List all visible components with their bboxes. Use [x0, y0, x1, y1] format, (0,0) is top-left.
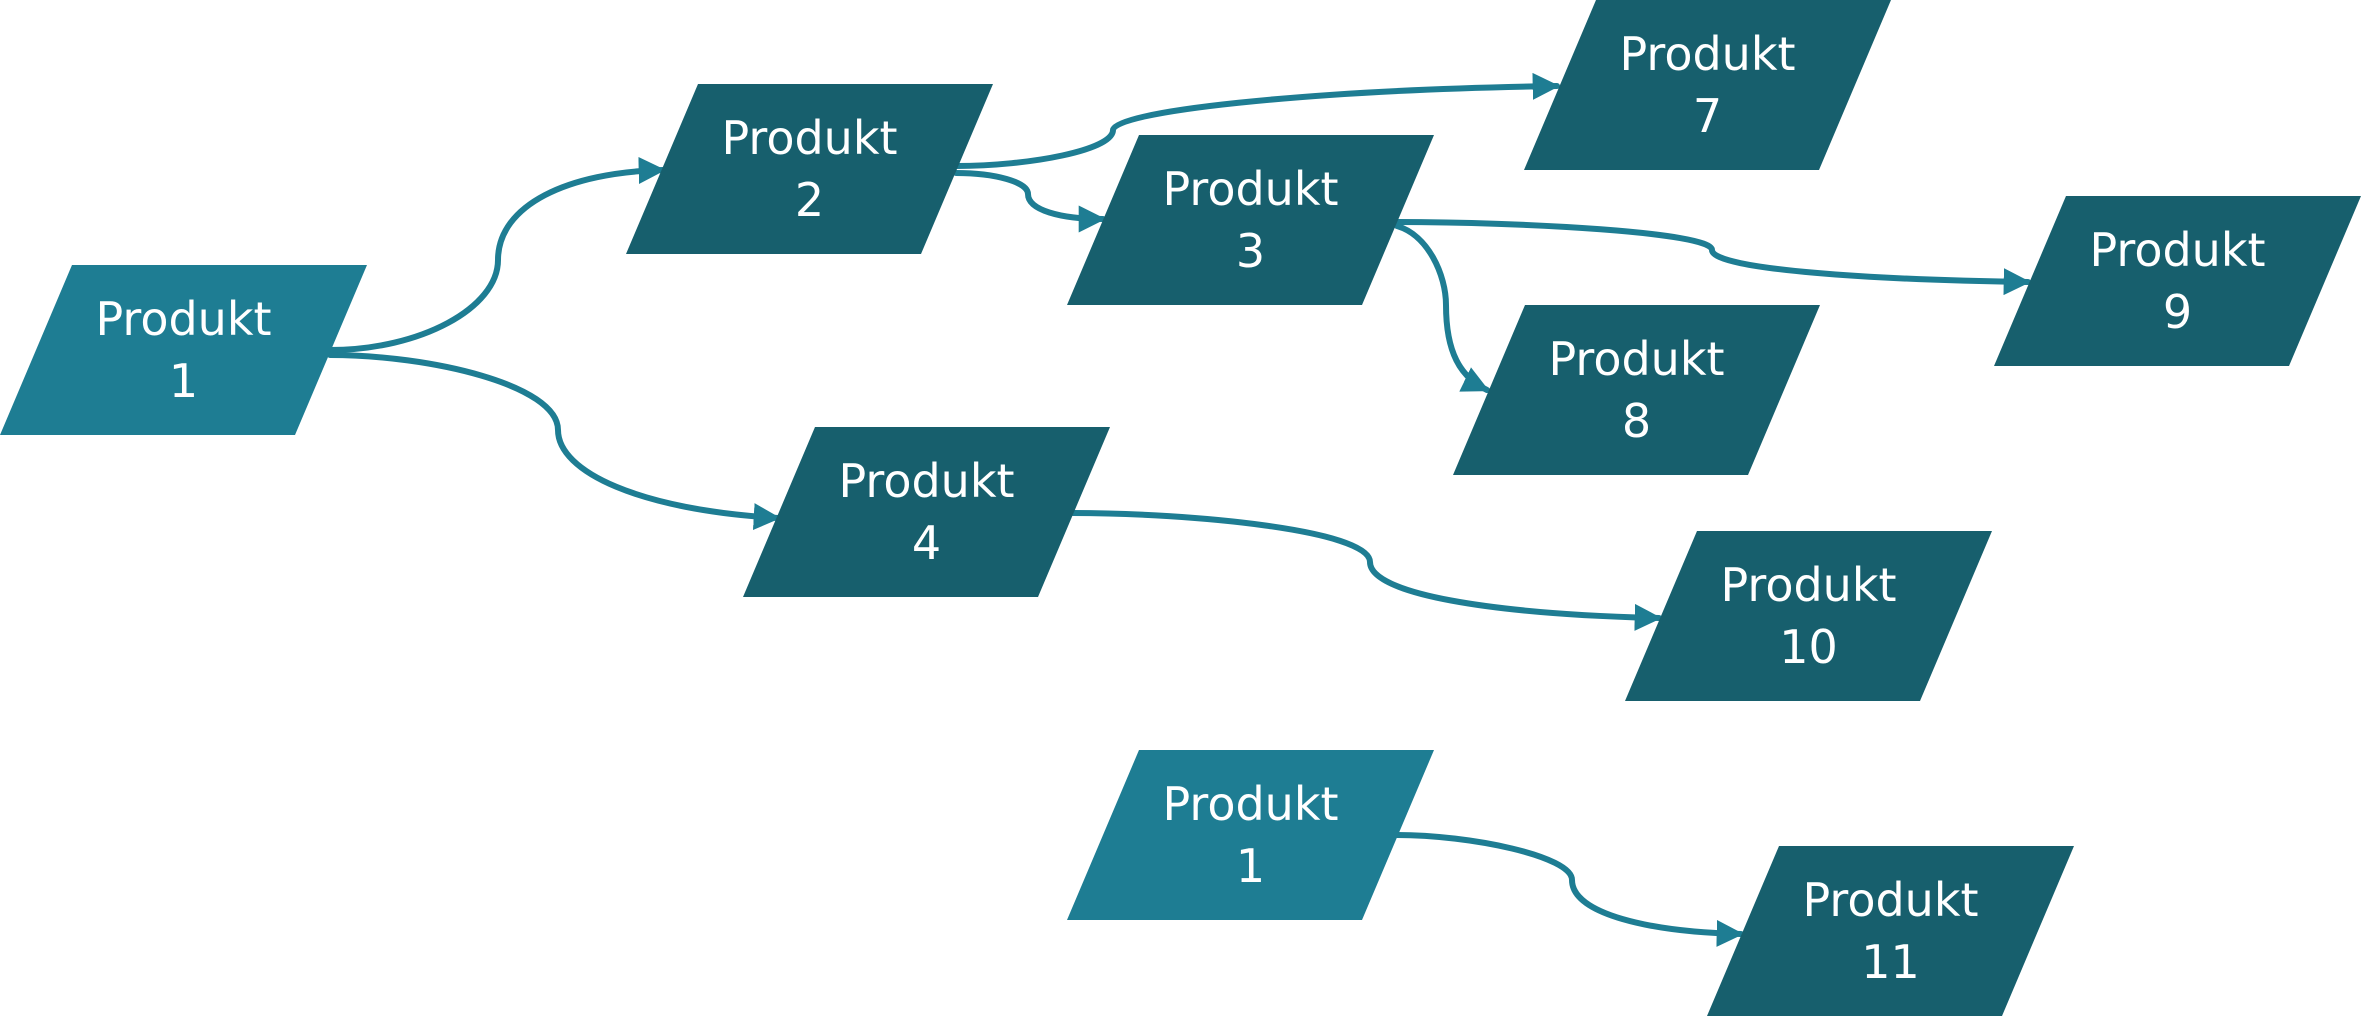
connector-n4-to-n10	[1070, 510, 1662, 631]
connector-n1a-to-n2	[327, 157, 666, 353]
node-shape-n4	[743, 427, 1110, 597]
connector-n1b-to-n11	[1394, 832, 1744, 947]
node-shape-n7	[1524, 0, 1891, 170]
node-label-line1: Produkt	[1720, 558, 1896, 612]
node-label-line1: Produkt	[1802, 873, 1978, 927]
node-label-line2: 11	[1861, 935, 1920, 989]
node-label-line1: Produkt	[1619, 27, 1795, 81]
node-n1a: Produkt 1	[0, 265, 367, 435]
node-n1b: Produkt 1	[1067, 750, 1434, 920]
node-label-line2: 9	[2163, 285, 2192, 339]
node-n10: Produkt 10	[1625, 531, 1992, 701]
connector-n2-to-n3	[953, 170, 1106, 233]
node-n2: Produkt 2	[626, 84, 993, 254]
node-shape-n3	[1067, 135, 1434, 305]
node-label-line2: 4	[912, 516, 941, 570]
node-shape-n1a	[0, 265, 367, 435]
node-label-line2: 3	[1236, 224, 1265, 278]
node-label-line1: Produkt	[721, 111, 897, 165]
connector-n2-to-n7	[953, 72, 1560, 169]
node-n9: Produkt 9	[1994, 196, 2361, 366]
node-label-line2: 7	[1693, 89, 1722, 143]
node-shape-n11	[1707, 846, 2074, 1016]
node-label-line1: Produkt	[95, 292, 271, 346]
node-label-line2: 10	[1779, 620, 1838, 674]
node-n3: Produkt 3	[1067, 135, 1434, 305]
node-shape-n9	[1994, 196, 2361, 366]
node-label-line1: Produkt	[1162, 162, 1338, 216]
node-n8: Produkt 8	[1453, 305, 1820, 475]
connector-n3-to-n9	[1394, 219, 2031, 296]
node-shape-n1b	[1067, 750, 1434, 920]
node-n7: Produkt 7	[1524, 0, 1891, 170]
node-n4: Produkt 4	[743, 427, 1110, 597]
node-label-line2: 1	[1236, 839, 1265, 893]
connectors	[327, 72, 2031, 947]
node-shape-n2	[626, 84, 993, 254]
connector-n3-to-n8	[1394, 223, 1490, 393]
node-label-line1: Produkt	[838, 454, 1014, 508]
node-shape-n10	[1625, 531, 1992, 701]
node-label-line2: 8	[1622, 394, 1651, 448]
node-label-line1: Produkt	[2089, 223, 2265, 277]
node-label-line1: Produkt	[1548, 332, 1724, 386]
node-label-line2: 1	[169, 354, 198, 408]
connector-n1a-to-n4	[327, 352, 781, 531]
node-shape-n8	[1453, 305, 1820, 475]
node-label-line1: Produkt	[1162, 777, 1338, 831]
node-label-line2: 2	[795, 173, 824, 227]
node-n11: Produkt 11	[1707, 846, 2074, 1016]
